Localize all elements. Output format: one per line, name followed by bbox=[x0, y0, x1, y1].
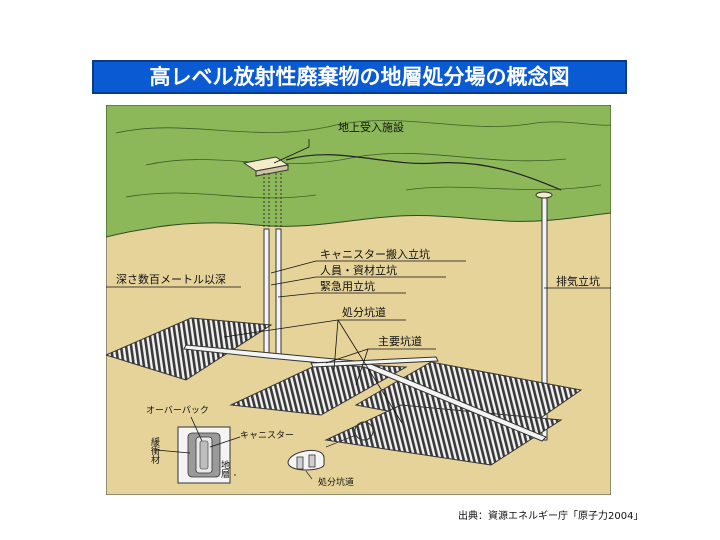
label-emergency-shaft: 緊急用立坑 bbox=[320, 279, 375, 293]
repository-diagram: 地上受入施設 キャニスター搬入立坑 人員・資材立坑 緊急用立坑 深さ数百メートル… bbox=[106, 105, 611, 495]
disposal-panel-center bbox=[229, 362, 408, 416]
label-disposal-tunnel: 処分坑道 bbox=[342, 305, 386, 319]
label-canister-shaft: キャニスター搬入立坑 bbox=[320, 247, 430, 261]
exhaust-shaft bbox=[541, 197, 548, 441]
terrain-ridge bbox=[115, 120, 611, 134]
ground-surface bbox=[106, 105, 611, 238]
label-main-tunnel: 主要坑道 bbox=[378, 334, 422, 348]
source-credit: 出典：資源エネルギー庁「原子力2004」 bbox=[458, 511, 644, 522]
label-exhaust-shaft: 排気立坑 bbox=[556, 274, 600, 288]
disposal-tunnel-detail bbox=[287, 449, 325, 480]
terrain-ridge bbox=[405, 184, 602, 191]
inset-label-disposal-tunnel: 処分坑道 bbox=[318, 476, 354, 488]
cross-section-inset bbox=[177, 426, 231, 484]
label-surface-facility: 地上受入施設 bbox=[338, 120, 404, 134]
detail-leader bbox=[325, 434, 357, 448]
inset-label-overpack: オーバーパック bbox=[146, 405, 209, 416]
terrain-ridge bbox=[125, 192, 317, 199]
inset-label-buffer: 緩衝材 bbox=[149, 436, 160, 464]
exhaust-shaft-head bbox=[535, 191, 553, 199]
access-road bbox=[285, 154, 562, 191]
inset-label-canister: キャニスター bbox=[240, 430, 294, 441]
diagram-title: 高レベル放射性廃棄物の地層処分場の概念図 bbox=[92, 60, 627, 94]
inset-label-geology: 地層 bbox=[219, 459, 230, 479]
label-leaders bbox=[106, 139, 611, 476]
label-personnel-shaft: 人員・資材立坑 bbox=[320, 263, 397, 277]
detail-magnifier bbox=[354, 421, 374, 441]
label-depth: 深さ数百メートル以深 bbox=[116, 273, 226, 286]
